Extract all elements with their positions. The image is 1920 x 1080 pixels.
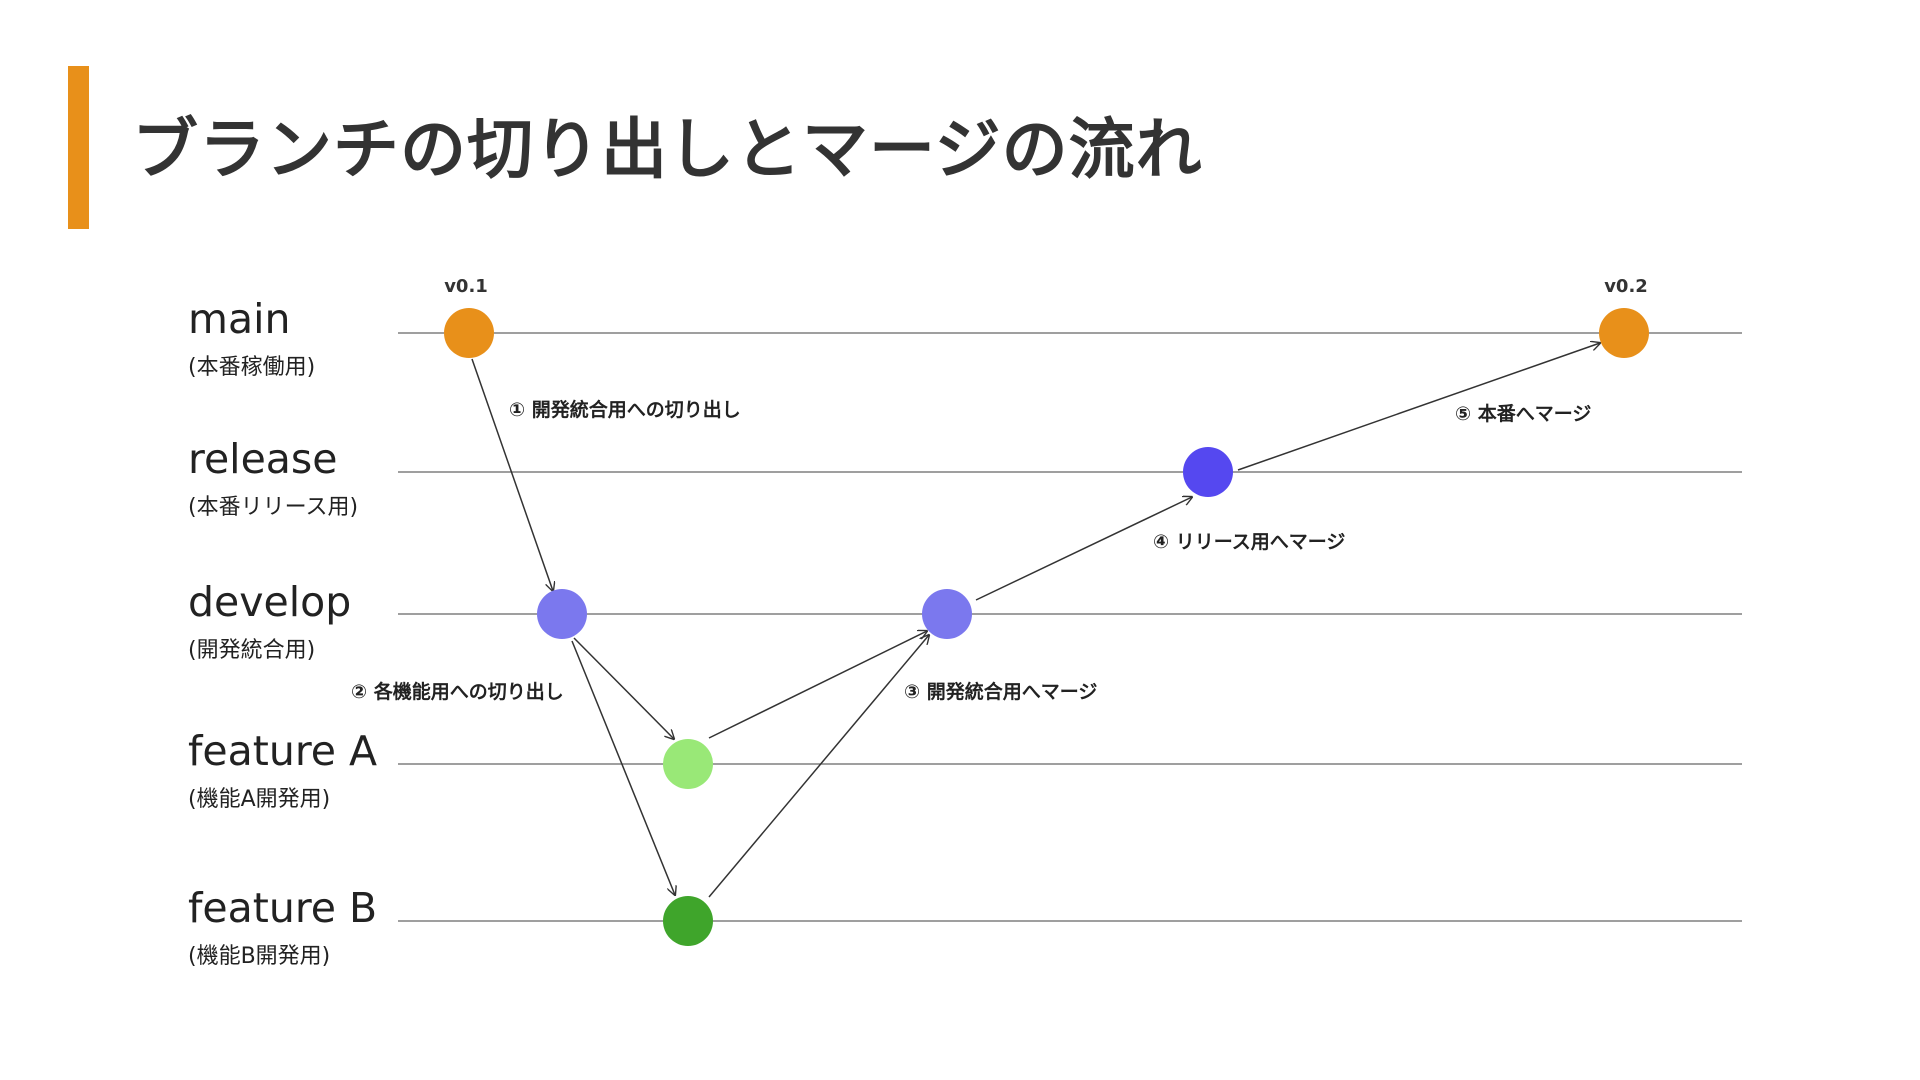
arrow-step2a	[573, 637, 674, 739]
commit-release	[1183, 447, 1233, 497]
branch-label-feature-a: feature A	[188, 727, 377, 775]
arrow-step3a	[708, 631, 927, 739]
branch-label-release: release	[188, 435, 338, 483]
branch-desc-release: (本番リリース用)	[188, 495, 358, 520]
branch-label-feature-b: feature B	[188, 884, 377, 932]
arrow-step5	[1237, 343, 1600, 471]
branch-desc-develop: (開発統合用)	[188, 638, 315, 663]
commit-develop-merge	[922, 589, 972, 639]
title-accent-bar	[68, 66, 89, 229]
arrow-step1	[471, 358, 553, 591]
step-label-4: ④ リリース用へマージ	[1153, 531, 1345, 553]
branch-desc-feature-a: (機能A開発用)	[188, 787, 330, 812]
branch-desc-main: (本番稼働用)	[188, 355, 315, 380]
step-label-1: ① 開発統合用への切り出し	[509, 398, 741, 421]
arrow-step2b	[571, 640, 675, 895]
arrow-step3b	[708, 635, 929, 898]
commit-main-v02	[1599, 308, 1649, 358]
commit-feature-b	[663, 896, 713, 946]
tag-v01: v0.1	[444, 276, 488, 297]
commit-main-v01	[444, 308, 494, 358]
arrow-step4	[975, 497, 1192, 601]
branch-desc-feature-b: (機能B開発用)	[188, 944, 330, 969]
commit-develop-branch	[537, 589, 587, 639]
step-label-3: ③ 開発統合用へマージ	[904, 680, 1097, 703]
step-label-5: ⑤ 本番へマージ	[1455, 402, 1591, 425]
step-label-2: ② 各機能用への切り出し	[351, 680, 564, 703]
branch-label-develop: develop	[188, 578, 351, 626]
tag-v02: v0.2	[1604, 276, 1648, 297]
commit-feature-a	[663, 739, 713, 789]
branch-label-main: main	[188, 295, 290, 343]
page-title: ブランチの切り出しとマージの流れ	[132, 111, 1203, 188]
